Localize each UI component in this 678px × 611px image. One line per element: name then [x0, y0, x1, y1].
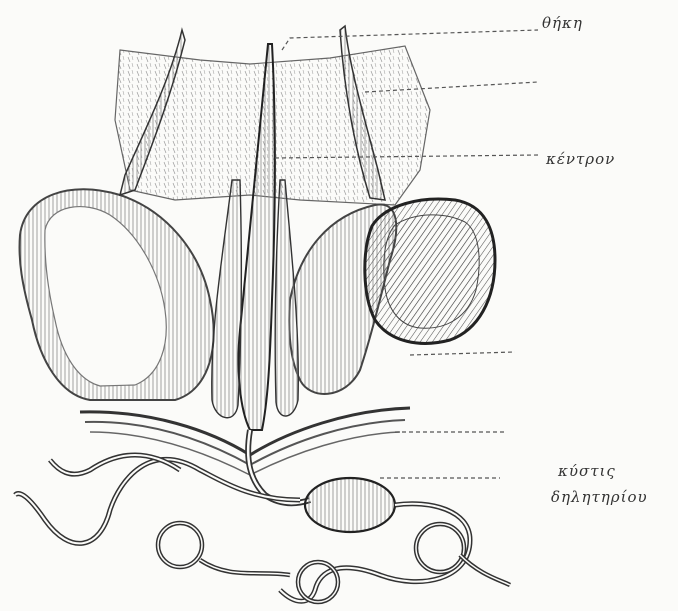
venom-sac	[305, 478, 395, 532]
label-venom-sac-line1: κύστις	[558, 462, 616, 480]
label-venom-sac-line2: δηλητηρίου	[551, 488, 648, 506]
label-theke: θήκη	[542, 14, 583, 32]
label-kentron: κέντρον	[546, 150, 615, 168]
